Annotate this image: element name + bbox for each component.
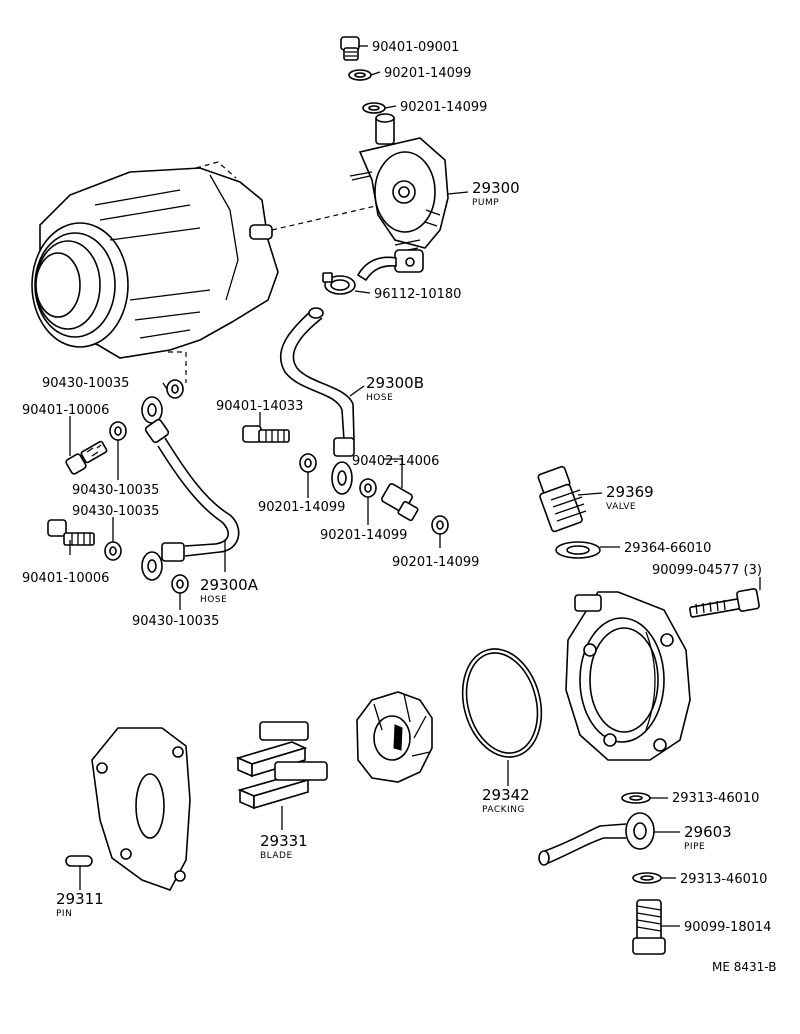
diagram-code: ME 8431-B <box>712 960 776 974</box>
callout-29342-packing: 29342 PACKING <box>482 786 530 815</box>
callout-90201-14099-top-b: 90201-14099 <box>400 100 487 115</box>
callout-90430-10035-b: 90430-10035 <box>72 483 159 498</box>
part-number: 29300A <box>200 576 259 594</box>
part-number: 90430-10035 <box>72 504 159 519</box>
bolt-90099-04577-drawing <box>689 588 760 618</box>
part-number: 90401-10006 <box>22 403 109 418</box>
leader-lines <box>69 45 761 927</box>
bolt-90401-09001-drawing <box>340 36 360 61</box>
alternator-drawing <box>31 161 381 383</box>
part-number: 29300B <box>366 374 424 392</box>
callout-29311-pin: 29311 PIN <box>56 890 104 919</box>
part-number: 29313-46010 <box>672 791 759 806</box>
valve-29369-drawing <box>537 465 587 533</box>
part-number: 90430-10035 <box>42 376 129 391</box>
rear-plate-drawing <box>91 727 191 891</box>
part-description: HOSE <box>366 393 393 403</box>
part-number: 29369 <box>606 483 654 501</box>
part-number: 29331 <box>260 832 308 850</box>
part-description: PUMP <box>472 198 499 208</box>
part-number: 90201-14099 <box>400 100 487 115</box>
clamp-96112-10180-drawing <box>322 272 356 295</box>
callout-90401-10006-lower: 90401-10006 <box>22 571 109 586</box>
part-number: 29311 <box>56 890 104 908</box>
pin-29311-drawing <box>65 855 93 867</box>
packing-29342-drawing <box>461 648 543 758</box>
hose-29300b-drawing <box>279 307 355 495</box>
part-description: VALVE <box>606 502 636 512</box>
callout-29300b-hose: 29300B HOSE <box>366 374 424 403</box>
callout-90201-14099-top-a: 90201-14099 <box>384 66 471 81</box>
pump-29300-drawing <box>349 113 449 282</box>
part-number: 90430-10035 <box>72 483 159 498</box>
part-description: PIN <box>56 909 72 919</box>
callout-29331-blade: 29331 BLADE <box>260 832 308 861</box>
callout-90099-18014: 90099-18014 <box>684 920 771 935</box>
rotor-drawing <box>356 691 433 783</box>
part-number: 90201-14099 <box>320 528 407 543</box>
callout-90401-10006-upper: 90401-10006 <box>22 403 109 418</box>
callout-29313-46010-upper: 29313-46010 <box>672 791 759 806</box>
callout-96112-10180: 96112-10180 <box>374 287 461 302</box>
callout-90099-04577: 90099-04577 (3) <box>652 563 762 578</box>
part-number: 29603 <box>684 823 732 841</box>
callout-29300a-hose: 29300A HOSE <box>200 576 259 605</box>
part-number: 29364-66010 <box>624 541 711 556</box>
part-description: BLADE <box>260 851 293 861</box>
callout-90401-09001: 90401-09001 <box>372 40 459 55</box>
bolt-90401-10006-lower-drawing <box>47 519 95 546</box>
union-bolt-90402-14006-drawing <box>381 483 419 522</box>
part-number: 90402-14006 <box>352 454 439 469</box>
part-number: 90201-14099 <box>258 500 345 515</box>
callout-29603-pipe: 29603 PIPE <box>684 823 732 852</box>
part-number: 90201-14099 <box>384 66 471 81</box>
part-number: 29342 <box>482 786 530 804</box>
callout-90201-14099-hose-b: 90201-14099 <box>258 500 345 515</box>
part-number: 90201-14099 <box>392 555 479 570</box>
part-description: PACKING <box>482 805 525 815</box>
part-number: 96112-10180 <box>374 287 461 302</box>
callout-90430-10035-d: 90430-10035 <box>132 614 219 629</box>
part-number: 90099-04577 (3) <box>652 563 762 578</box>
callout-90201-14099-union-a: 90201-14099 <box>320 528 407 543</box>
bolt-90401-10006-upper-drawing <box>65 440 108 475</box>
part-number: 90099-18014 <box>684 920 771 935</box>
callout-90201-14099-union-b: 90201-14099 <box>392 555 479 570</box>
blades-29331-drawing <box>235 721 328 810</box>
part-number: 29313-46010 <box>680 872 767 887</box>
part-number: 90401-14033 <box>216 399 303 414</box>
callout-29364-66010: 29364-66010 <box>624 541 711 556</box>
callout-29369-valve: 29369 VALVE <box>606 483 654 512</box>
part-number: 90430-10035 <box>132 614 219 629</box>
part-number: 90401-09001 <box>372 40 459 55</box>
pump-housing-drawing <box>565 591 691 761</box>
hose-29300a-drawing <box>141 396 240 581</box>
callout-29313-46010-lower: 29313-46010 <box>680 872 767 887</box>
part-number: 90401-10006 <box>22 571 109 586</box>
part-description: HOSE <box>200 595 227 605</box>
pipe-29603-drawing <box>538 812 655 866</box>
callout-90402-14006: 90402-14006 <box>352 454 439 469</box>
part-description: PIPE <box>684 842 705 852</box>
callout-90430-10035-c: 90430-10035 <box>72 504 159 519</box>
part-number: 29300 <box>472 179 520 197</box>
bolt-90401-14033-drawing <box>242 425 290 443</box>
callout-90401-14033: 90401-14033 <box>216 399 303 414</box>
callout-90430-10035-a: 90430-10035 <box>42 376 129 391</box>
union-bolt-90099-18014-drawing <box>632 899 666 955</box>
callout-29300-pump: 29300 PUMP <box>472 179 520 208</box>
